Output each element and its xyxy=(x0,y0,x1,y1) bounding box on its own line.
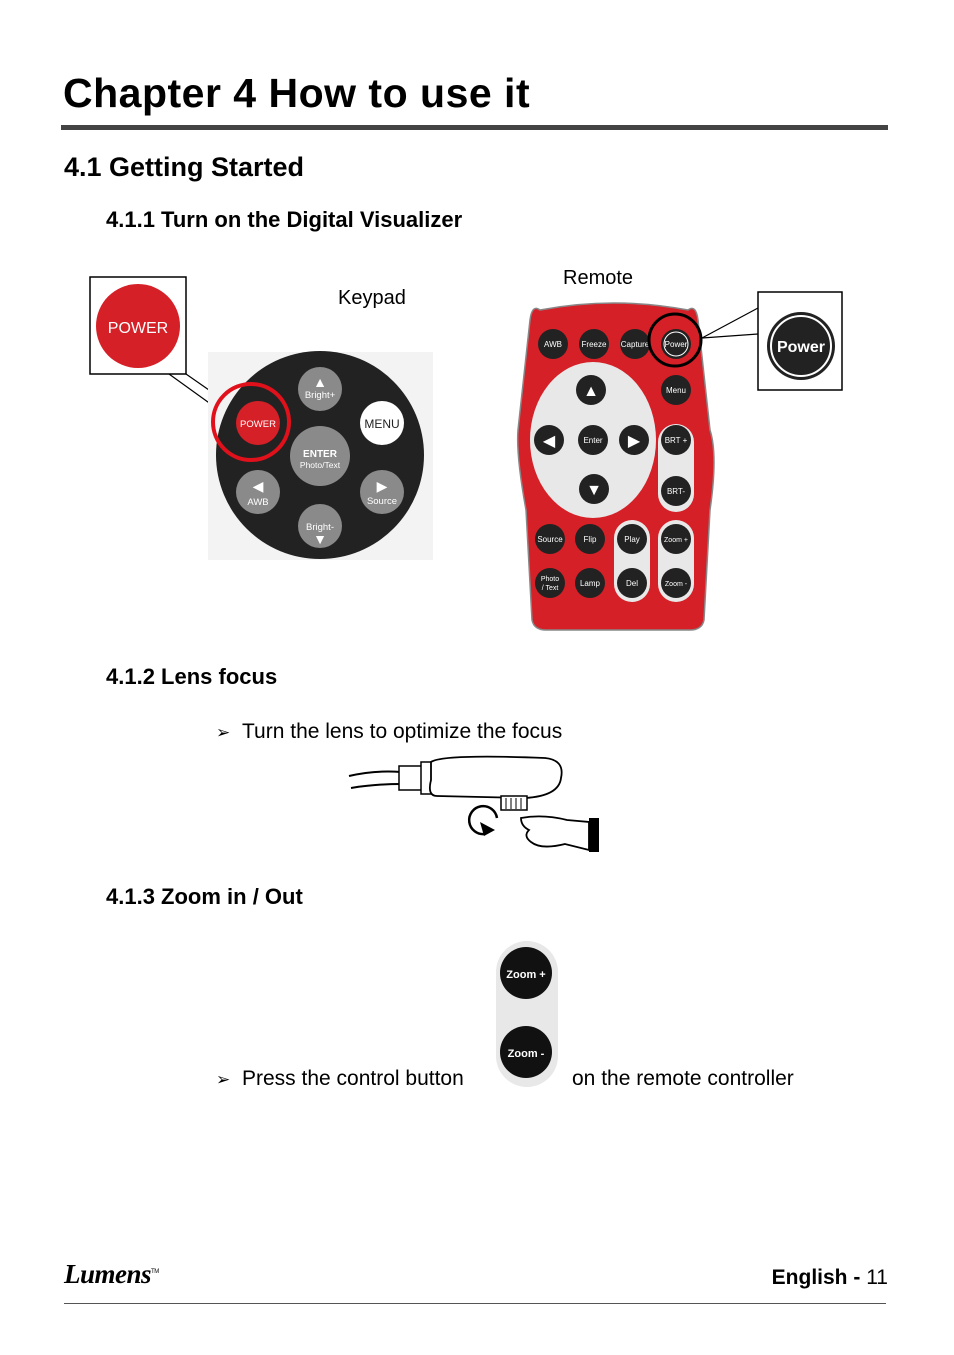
bullet-arrow-icon: ➢ xyxy=(216,1070,231,1089)
remote-flip-label: Flip xyxy=(584,535,597,544)
keypad-power-callout-label: POWER xyxy=(108,320,168,337)
keypad-source-label: Source xyxy=(367,496,397,507)
footer-divider xyxy=(64,1303,886,1304)
keypad-bright-minus-label: Bright- xyxy=(306,522,334,533)
zoom-buttons-illustration: Zoom + Zoom - xyxy=(496,941,558,1087)
remote-enter-label: Enter xyxy=(583,436,602,445)
remote-text-label: / Text xyxy=(542,585,559,592)
arrow-up-icon: ▲ xyxy=(583,383,599,400)
keypad-menu-label: MENU xyxy=(364,417,399,431)
zoom-minus-label: Zoom - xyxy=(508,1048,545,1060)
remote-label: Remote xyxy=(563,267,634,289)
arrow-down-icon: ▼ xyxy=(586,482,602,499)
keypad-enter-label: ENTER xyxy=(303,449,338,460)
remote-power-callout-label: Power xyxy=(777,339,825,356)
keypad-photo-text-label: Photo/Text xyxy=(300,460,341,470)
subsection-title-power: 4.1.1 Turn on the Digital Visualizer xyxy=(106,207,463,232)
chevron-down-icon: ▼ xyxy=(313,531,327,547)
lens-focus-instruction: ➢ Turn the lens to optimize the focus xyxy=(216,720,562,744)
trademark: TM xyxy=(151,1269,159,1275)
remote-lamp-label: Lamp xyxy=(580,579,601,588)
subsection-title-lens-focus: 4.1.2 Lens focus xyxy=(106,664,278,689)
remote-source-label: Source xyxy=(537,535,563,544)
zoom-plus-label: Zoom + xyxy=(506,969,545,981)
zoom-text-after: on the remote controller xyxy=(572,1067,794,1090)
subsection-title-zoom: 4.1.3 Zoom in / Out xyxy=(106,884,303,909)
remote-illustration: Power AWB Freeze Capture Power Menu ▲ ◀ … xyxy=(516,291,843,631)
remote-del-label: Del xyxy=(626,579,638,588)
remote-zoom-minus-label: Zoom - xyxy=(665,581,688,588)
zoom-instruction: ➢ Press the control button xyxy=(216,1067,464,1091)
chevron-left-icon: ◀ xyxy=(253,478,264,494)
zoom-text-before: Press the control button xyxy=(242,1067,464,1090)
logo-text: Lumens xyxy=(64,1259,152,1289)
section-title: 4.1 Getting Started xyxy=(64,152,305,182)
remote-photo-label: Photo xyxy=(541,576,559,583)
remote-freeze-label: Freeze xyxy=(582,340,607,349)
keypad-power-label: POWER xyxy=(240,419,276,430)
lens-focus-illustration xyxy=(348,755,599,852)
keypad-illustration: POWER ▲ Bright+ POWER MENU ENTER Photo/T… xyxy=(89,276,433,560)
remote-capture-label: Capture xyxy=(621,340,650,349)
chapter-divider xyxy=(61,125,888,130)
remote-awb-label: AWB xyxy=(544,340,562,349)
remote-brt-plus-label: BRT + xyxy=(665,436,688,445)
lumens-logo: LumensTM xyxy=(64,1259,159,1290)
arrow-left-icon: ◀ xyxy=(543,433,556,450)
chevron-right-icon: ▶ xyxy=(377,478,388,494)
page-footer: English - 11 xyxy=(772,1266,888,1290)
keypad-awb-label: AWB xyxy=(247,497,268,508)
remote-menu-label: Menu xyxy=(666,386,686,395)
remote-power-label: Power xyxy=(665,340,688,349)
bullet-arrow-icon: ➢ xyxy=(216,723,231,742)
remote-brt-minus-label: BRT- xyxy=(667,487,685,496)
footer-language: English xyxy=(771,1266,848,1289)
keypad-label: Keypad xyxy=(338,287,406,309)
chapter-title: Chapter 4 How to use it xyxy=(63,70,531,116)
lens-focus-text: Turn the lens to optimize the focus xyxy=(242,720,563,743)
chevron-up-icon: ▲ xyxy=(313,374,327,390)
keypad-bright-plus-label: Bright+ xyxy=(305,390,336,401)
arrow-right-icon: ▶ xyxy=(628,433,641,450)
footer-separator: - xyxy=(853,1266,861,1289)
page-number: 11 xyxy=(866,1266,888,1289)
remote-play-label: Play xyxy=(624,535,640,544)
remote-zoom-plus-label: Zoom + xyxy=(664,537,688,544)
